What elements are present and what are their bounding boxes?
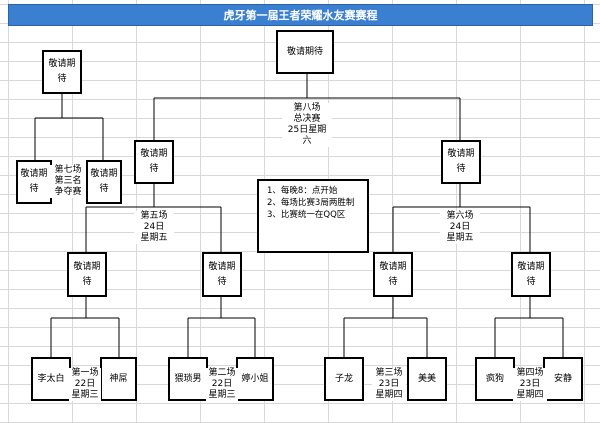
match2-winner-box: 敬请期待 xyxy=(202,252,242,297)
semifinal-right-winner-box: 敬请期待 xyxy=(441,140,481,184)
player-box: 婷小姐 xyxy=(236,357,274,401)
semifinal-left-winner-box: 敬请期待 xyxy=(134,140,174,184)
third-place-left-box: 敬请期待 xyxy=(16,160,52,204)
rule-item: 2、每场比赛3局两胜制 xyxy=(267,198,355,208)
third-place-right-box: 敬请期待 xyxy=(86,160,122,204)
third-place-winner-box: 敬请期待 xyxy=(42,50,82,94)
player-box: 子龙 xyxy=(324,357,364,401)
match4-label: 第四场 23日 星期四 xyxy=(513,368,547,401)
bracket-title: 虎牙第一届王者荣耀水友赛赛程 xyxy=(8,4,593,26)
final-winner-box: 敬请期待 xyxy=(276,30,334,74)
match4-winner-box: 敬请期待 xyxy=(511,252,551,297)
rules-note: 1、每晚8：点开始 2、每场比赛3局两胜制 3、比赛统一在QQ区 xyxy=(257,179,369,253)
player-box: 李太白 xyxy=(31,357,71,401)
match2-label: 第二场 22日 星期三 xyxy=(206,368,238,401)
match8-label: 第八场 总决赛 25日星期 六 xyxy=(282,103,332,147)
player-box: 安静 xyxy=(543,357,583,401)
match1-winner-box: 敬请期待 xyxy=(67,252,107,297)
match7-label: 第七场 第三名 争夺赛 xyxy=(50,165,86,198)
rule-item: 3、比赛统一在QQ区 xyxy=(267,210,346,220)
match1-label: 第一场 22日 星期三 xyxy=(69,368,101,401)
match5-label: 第五场 24日 星期五 xyxy=(134,211,174,244)
match3-label: 第三场 23日 星期四 xyxy=(372,368,406,401)
match3-winner-box: 敬请期待 xyxy=(373,252,413,297)
player-box: 猥琐男 xyxy=(168,357,208,401)
match6-label: 第六场 24日 星期五 xyxy=(440,211,480,244)
player-box: 神屌 xyxy=(100,357,137,401)
rule-item: 1、每晚8：点开始 xyxy=(267,186,338,196)
player-box: 疯狗 xyxy=(475,357,515,401)
player-box: 美美 xyxy=(407,357,447,401)
